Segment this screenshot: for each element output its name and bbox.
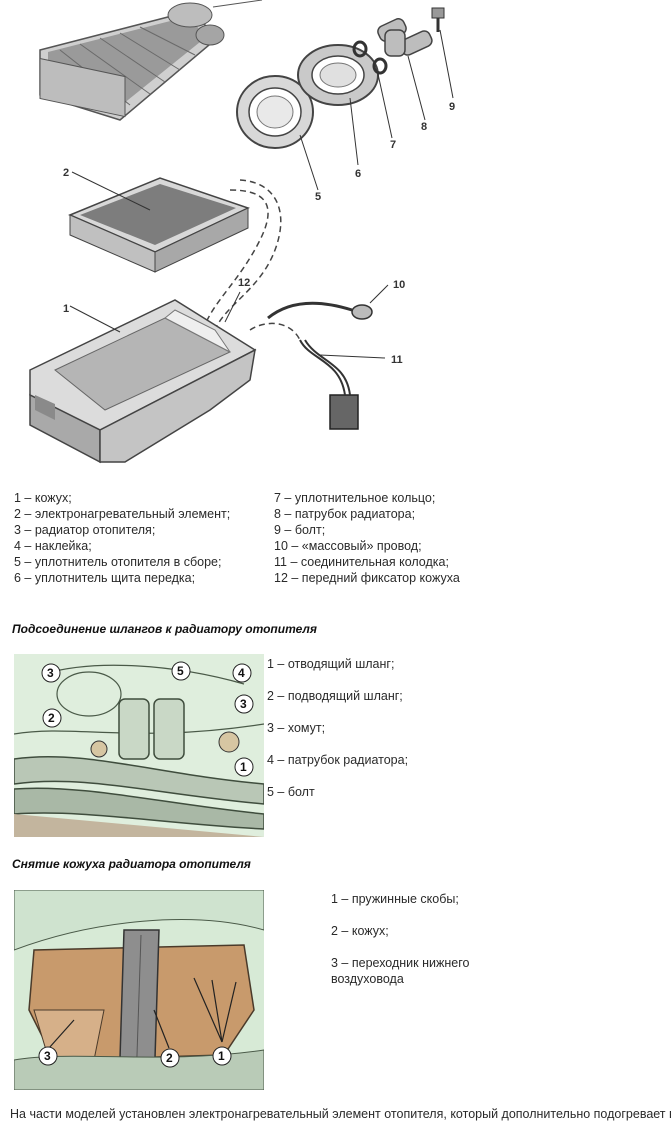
legend-item: 3 – переходник нижнего воздуховода: [331, 956, 470, 986]
legend-item: 3 – радиатор отопителя;: [14, 523, 156, 537]
o-ring-drawing: [372, 57, 388, 75]
photo-callout: 2: [166, 1051, 173, 1065]
legend-item: 1 – пружинные скобы;: [331, 892, 459, 906]
hoses-photo: 3 5 4 2 3 1: [14, 654, 264, 837]
callout-6: 6: [355, 168, 361, 180]
callout-12: 12: [238, 277, 250, 289]
legend-item: 11 – соединительная колодка;: [274, 555, 449, 569]
heater-radiator-drawing: [39, 2, 225, 121]
legend-right: 7 – уплотнительное кольцо; 8 – патрубок …: [274, 490, 474, 602]
legend-item: 9 – болт;: [274, 523, 326, 537]
photo-callout: 3: [47, 666, 54, 680]
legend-item: 2 – подводящий шланг;: [267, 689, 403, 703]
callout-9: 9: [449, 101, 455, 113]
cover-legend: 1 – пружинные скобы; 2 – кожух; 3 – пере…: [331, 891, 501, 987]
legend-item: 1 – отводящий шланг;: [267, 657, 395, 671]
photo-callout: 5: [177, 664, 184, 678]
callout-10: 10: [393, 279, 405, 291]
hoses-legend: 1 – отводящий шланг; 2 – подводящий шлан…: [267, 656, 408, 816]
photo-callout: 4: [238, 666, 245, 680]
legend-item: 5 – уплотнитель отопителя в сборе;: [14, 555, 222, 569]
legend-item: 4 – наклейка;: [14, 539, 92, 553]
legend-left: 1 – кожух; 2 – электронагревательный эле…: [14, 490, 230, 586]
photo-callout: 2: [48, 711, 55, 725]
callout-7: 7: [390, 139, 396, 151]
photo-callout: 3: [44, 1049, 51, 1063]
ground-wire-drawing: [267, 301, 373, 320]
legend-item: 2 – кожух;: [331, 924, 389, 938]
heating-element-drawing: [68, 177, 250, 273]
bolt-drawing: [431, 7, 445, 32]
section-caption-cover: Снятие кожуха радиатора отопителя: [12, 857, 251, 871]
callout-1: 1: [63, 303, 69, 315]
dashboard-seal-drawing: [297, 44, 379, 106]
legend-item: 2 – электронагревательный элемент;: [14, 507, 231, 521]
callout-2: 2: [63, 167, 69, 179]
legend-item: 6 – уплотнитель щита передка;: [14, 571, 196, 585]
legend-item: 1 – кожух;: [14, 491, 72, 505]
legend-item: 3 – хомут;: [267, 721, 326, 735]
connector-block-drawing: [299, 339, 359, 430]
photo-callout: 1: [218, 1049, 225, 1063]
legend-item: 8 – патрубок радиатора;: [274, 507, 416, 521]
body-paragraph: На части моделей установлен электронагре…: [10, 1107, 671, 1121]
callout-5: 5: [315, 191, 321, 203]
heater-exploded-diagram: 1 2 5 6 7 8 9 10 11 12: [29, 0, 455, 464]
photo-callout: 1: [240, 760, 247, 774]
o-ring-drawing: [352, 40, 368, 58]
cover-photo: 3 2 1: [14, 890, 264, 1090]
legend-item: 5 – болт: [267, 785, 315, 799]
legend-item: 12 – передний фиксатор кожуха: [274, 571, 460, 585]
photo-callout: 3: [240, 697, 247, 711]
callout-8: 8: [421, 121, 427, 133]
heater-housing-drawing: [29, 299, 257, 464]
section-caption-hoses: Подсоединение шлангов к радиатору отопит…: [12, 622, 317, 636]
radiator-pipe-drawing: [377, 18, 433, 57]
legend-item: 10 – «массовый» провод;: [274, 539, 422, 553]
legend-item: 4 – патрубок радиатора;: [267, 753, 409, 767]
heater-seal-drawing: [236, 75, 314, 149]
legend-item: 7 – уплотнительное кольцо;: [274, 491, 436, 505]
callout-11: 11: [391, 354, 403, 366]
